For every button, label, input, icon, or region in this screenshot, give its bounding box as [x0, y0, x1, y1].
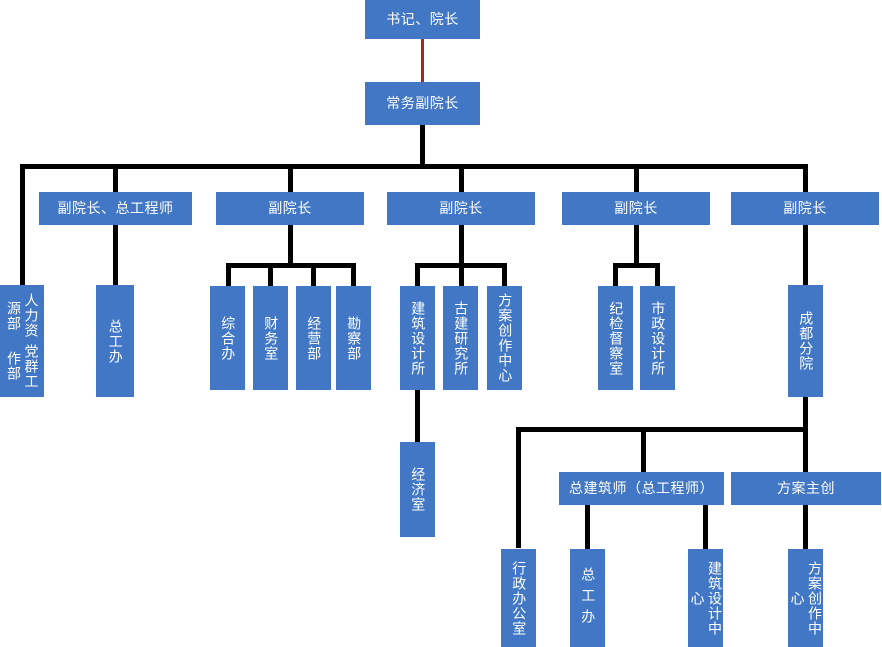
connector-vp-4-to-municipal-design-institute [655, 263, 660, 286]
node-finance-office-label: 财务室 [263, 315, 280, 361]
connector-vp-3-to-arch-design-institute [415, 263, 420, 286]
node-scheme-creation-center[interactable]: 方案创作中心 [487, 286, 522, 390]
node-arch-design-institute[interactable]: 建筑设计所 [400, 286, 435, 390]
node-executive-vp-label: 常务副院长 [386, 94, 459, 111]
connector-vp-2-to-general-office [226, 263, 231, 286]
connector-vp-chief-engineer-to-chief-eng-office [113, 225, 118, 285]
connector-bus-to-vp-5 [803, 164, 808, 192]
connector-vp-2-bus [226, 263, 356, 268]
connector-bus-to-vp-4 [634, 164, 639, 192]
node-vp-2-label: 副院长 [268, 199, 312, 216]
node-ancient-arch-institute[interactable]: 古建研究所 [443, 286, 478, 390]
connector-bus-to-vp-2 [288, 164, 293, 192]
node-chengdu-branch[interactable]: 成都分院 [788, 285, 823, 397]
node-general-office[interactable]: 综合办 [210, 286, 245, 390]
node-chief-eng-office[interactable]: 总工办 [96, 285, 134, 397]
node-chief-architect-label: 总建筑师（总工程师） [569, 479, 714, 496]
node-root-label: 书记、院长 [386, 10, 459, 27]
connector-vp-2-to-finance-office [268, 263, 273, 286]
node-survey-dept[interactable]: 勘察部 [336, 286, 371, 390]
node-operations-dept[interactable]: 经营部 [296, 286, 331, 390]
node-scheme-lead[interactable]: 方案主创 [731, 472, 881, 505]
node-chief-architect[interactable]: 总建筑师（总工程师） [559, 472, 724, 505]
node-municipal-design-institute[interactable]: 市政设计所 [640, 286, 675, 390]
node-ancient-arch-institute-label: 古建研究所 [453, 300, 470, 376]
connector-vp-3-to-scheme-creation-center [502, 263, 507, 286]
node-admin-office-label: 行政办公室 [511, 560, 528, 636]
node-finance-office[interactable]: 财务室 [253, 286, 288, 390]
connector-chengdu-branch-bus [516, 427, 808, 432]
node-vp-2[interactable]: 副院长 [216, 192, 364, 225]
connector-chengdu-to-admin-office [516, 427, 521, 548]
node-scheme-lead-label: 方案主创 [777, 479, 835, 496]
node-branch-arch-design-center[interactable]: 建筑设计中心 [688, 549, 723, 647]
node-discipline-inspection[interactable]: 纪检督察室 [598, 286, 633, 390]
connector-vp-5-to-chengdu-branch [803, 225, 808, 285]
connector-chief-architect-to-branch-chief-eng-office [585, 505, 590, 550]
node-branch-chief-eng-office[interactable]: 总工办 [570, 549, 605, 647]
connector-level3-bus [22, 164, 806, 169]
connector-root-to-executive-vp [421, 38, 424, 82]
connector-chengdu-to-scheme-lead [803, 427, 808, 472]
node-vp-3-label: 副院长 [439, 199, 483, 216]
connector-vp-4-to-discipline-inspection [613, 263, 618, 286]
node-branch-scheme-creation-center-label: 方案创作中心 [789, 560, 824, 636]
connector-vp-3-to-ancient-arch-institute [459, 263, 464, 286]
node-vp-5[interactable]: 副院长 [731, 192, 879, 225]
node-branch-chief-eng-office-label: 总工办 [580, 566, 597, 630]
node-economics-office-label: 经济室 [410, 467, 427, 512]
node-hr-dept-label: 人力资源部 [6, 293, 40, 339]
connector-bus-to-hr-party [20, 164, 25, 285]
connector-chengdu-branch-drop [803, 397, 808, 432]
node-vp-5-label: 副院长 [783, 199, 827, 216]
connector-bus-to-vp-3 [459, 164, 464, 192]
node-executive-vp[interactable]: 常务副院长 [365, 82, 480, 125]
node-operations-dept-label: 经营部 [306, 315, 323, 361]
node-vp-4[interactable]: 副院长 [562, 192, 710, 225]
node-vp-4-label: 副院长 [614, 199, 658, 216]
node-general-office-label: 综合办 [220, 315, 237, 361]
node-economics-office[interactable]: 经济室 [400, 442, 435, 537]
node-admin-office[interactable]: 行政办公室 [501, 549, 536, 647]
connector-executive-vp-drop [420, 125, 425, 166]
connector-vp-2-to-operations-dept [311, 263, 316, 286]
connector-bus-to-vp-chief-engineer [113, 164, 118, 192]
connector-vp-3-drop [459, 225, 464, 265]
node-discipline-inspection-label: 纪检督察室 [608, 300, 625, 376]
node-branch-arch-design-center-label: 建筑设计中心 [689, 560, 724, 636]
node-vp-3[interactable]: 副院长 [387, 192, 535, 225]
connector-vp-2-to-survey-dept [351, 263, 356, 286]
connector-scheme-lead-to-branch-scheme-creation-center [803, 505, 808, 550]
node-arch-design-institute-label: 建筑设计所 [410, 300, 427, 376]
node-hr-party-group[interactable]: 人力资源部 党群工作部 [0, 285, 44, 397]
connector-vp-4-bus [613, 263, 660, 268]
node-chengdu-branch-label: 成都分院 [798, 311, 815, 371]
connector-vp-2-drop [288, 225, 293, 265]
connector-arch-design-institute-to-economics-office [415, 390, 420, 442]
connector-chengdu-to-chief-architect [641, 427, 646, 472]
node-vp-chief-engineer-label: 副院长、总工程师 [57, 199, 174, 216]
node-branch-scheme-creation-center[interactable]: 方案创作中心 [788, 549, 823, 647]
connector-chief-architect-to-branch-arch-design-center [703, 505, 708, 550]
connector-vp-4-drop [634, 225, 639, 265]
node-root[interactable]: 书记、院长 [365, 0, 480, 39]
node-survey-dept-label: 勘察部 [346, 315, 363, 361]
node-municipal-design-institute-label: 市政设计所 [650, 300, 667, 376]
node-party-work-dept-label: 党群工作部 [6, 343, 40, 389]
node-scheme-creation-center-label: 方案创作中心 [497, 293, 514, 383]
node-chief-eng-office-label: 总工办 [107, 318, 124, 364]
node-vp-chief-engineer[interactable]: 副院长、总工程师 [39, 192, 192, 225]
